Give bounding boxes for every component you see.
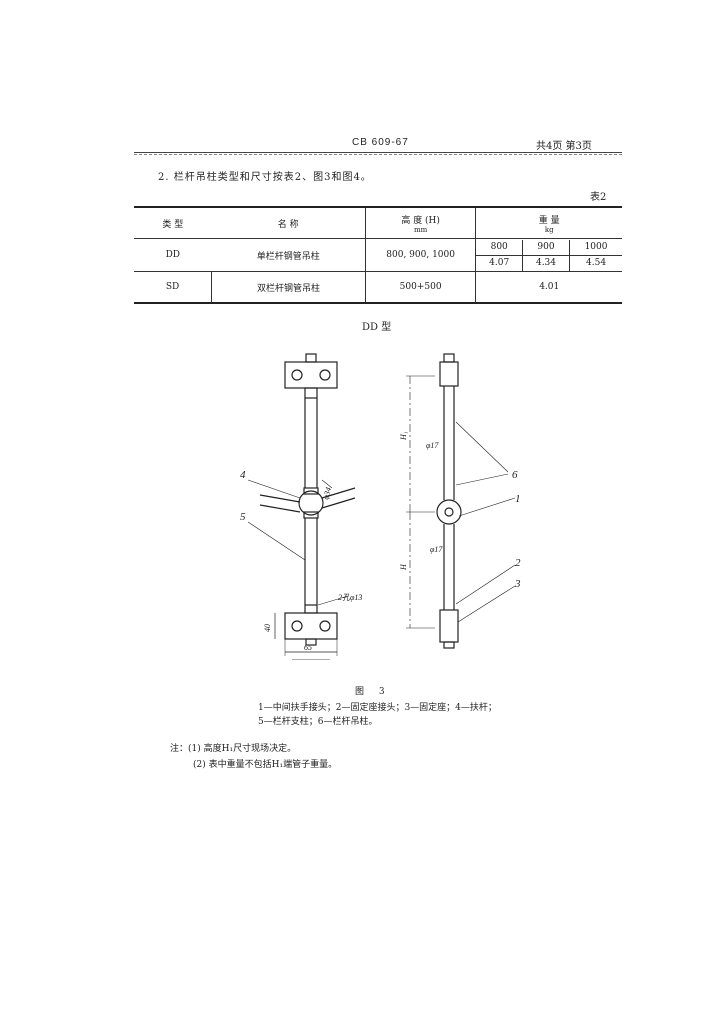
top-bolt-left	[291, 369, 303, 381]
weight-value-800: 4.07	[476, 254, 523, 271]
cell-type: SD	[134, 271, 212, 303]
label-2: 2	[515, 557, 521, 569]
bottom-bolt-left	[291, 620, 303, 632]
header-rule-dashed	[134, 154, 622, 155]
table-row: SD 双栏杆钢管吊柱 500+500 4.01	[134, 271, 622, 303]
page-info: 共4页 第3页	[536, 141, 592, 152]
bottom-bolt-right	[319, 620, 331, 632]
top-bolt-right	[319, 369, 331, 381]
dim-h: H	[399, 563, 408, 571]
spec-table: 类 型 名 称 高 度 (H) mm 重 量 kg DD 单栏杆钢管吊柱 800…	[134, 206, 622, 304]
dim-40: 40	[263, 624, 272, 632]
top-fixing-block	[284, 361, 338, 389]
middle-joint	[298, 490, 324, 516]
side-bottom-block	[439, 609, 459, 643]
figure-caption: 图 3	[355, 687, 391, 697]
cell-type: DD	[165, 250, 181, 260]
cell-weight: 4.01	[475, 271, 622, 303]
table-header-row: 类 型 名 称 高 度 (H) mm 重 量 kg	[134, 207, 622, 239]
top-socket	[304, 387, 318, 399]
note-2: (2) 表中重量不包括H₁端管子重量。	[193, 760, 338, 770]
dim-holes: 2孔φ13	[338, 593, 362, 602]
label-5: 5	[240, 511, 246, 523]
header-rule	[134, 152, 622, 153]
dim-65: 65	[304, 643, 312, 652]
figure-title: DD 型	[362, 322, 392, 333]
weight-head-800: 800	[490, 242, 508, 252]
cell-height: 800, 900, 1000	[364, 238, 476, 272]
header-type: 类 型	[134, 207, 212, 239]
note-1: 注：(1) 高度H₁尺寸现场决定。	[170, 744, 297, 754]
label-4: 4	[240, 469, 246, 481]
standard-number: CB 609-67	[352, 137, 409, 148]
weight-value-1000: 4.54	[569, 254, 622, 271]
header-height-text: 高 度 (H)	[401, 215, 440, 226]
weight-subtable: 800 900 1000 4.07 4.34 4.54	[476, 239, 622, 271]
bottom-socket	[304, 604, 318, 614]
top-nut	[305, 353, 317, 363]
label-6: 6	[512, 469, 518, 481]
dim-phi34: φ34	[321, 486, 333, 500]
weight-head-900: 900	[521, 239, 570, 255]
label-1: 1	[515, 493, 521, 505]
weight-value-900: 4.34	[521, 254, 570, 271]
table-caption: 表2	[590, 192, 607, 203]
header-height-unit: mm	[413, 225, 428, 234]
side-top-block	[439, 361, 459, 387]
figure-legend-line-1: 1—中间扶手接头；2—固定座接头；3—固定座；4—扶杆；	[258, 703, 497, 713]
intro-paragraph: 2. 栏杆吊柱类型和尺寸按表2、图3和图4。	[158, 172, 372, 183]
cell-weight-grid: 800 900 1000 4.07 4.34 4.54	[475, 238, 622, 272]
table-row: DD 单栏杆钢管吊柱 800, 900, 1000 800 900 1000 4…	[134, 238, 622, 272]
bottom-fixing-block	[284, 612, 338, 640]
header-weight-unit: kg	[544, 225, 554, 234]
header-weight: 重 量 kg	[475, 207, 622, 239]
stanchion-drawing: 4 5 φ34 2孔φ13 40 65 95 φ17 φ17 H₁ H 6 1 …	[240, 353, 521, 660]
dim-phi17-upper: φ17	[426, 441, 439, 450]
header-name: 名 称	[211, 207, 366, 239]
side-view	[406, 353, 516, 649]
header-height: 高 度 (H) mm	[364, 207, 476, 239]
cell-height: 500+500	[364, 271, 476, 303]
figure-legend-line-2: 5—栏杆支柱；6—栏杆吊柱。	[258, 717, 378, 727]
cell-name: 单栏杆钢管吊柱	[256, 251, 320, 262]
front-view	[247, 353, 356, 660]
label-3: 3	[514, 578, 521, 590]
header-weight-text: 重 量	[538, 215, 560, 226]
dim-h1: H₁	[399, 431, 408, 441]
dim-phi17-lower: φ17	[430, 545, 443, 554]
weight-head-1000: 1000	[569, 239, 622, 255]
cell-name: 双栏杆钢管吊柱	[211, 271, 366, 303]
side-middle-joint	[436, 499, 462, 525]
